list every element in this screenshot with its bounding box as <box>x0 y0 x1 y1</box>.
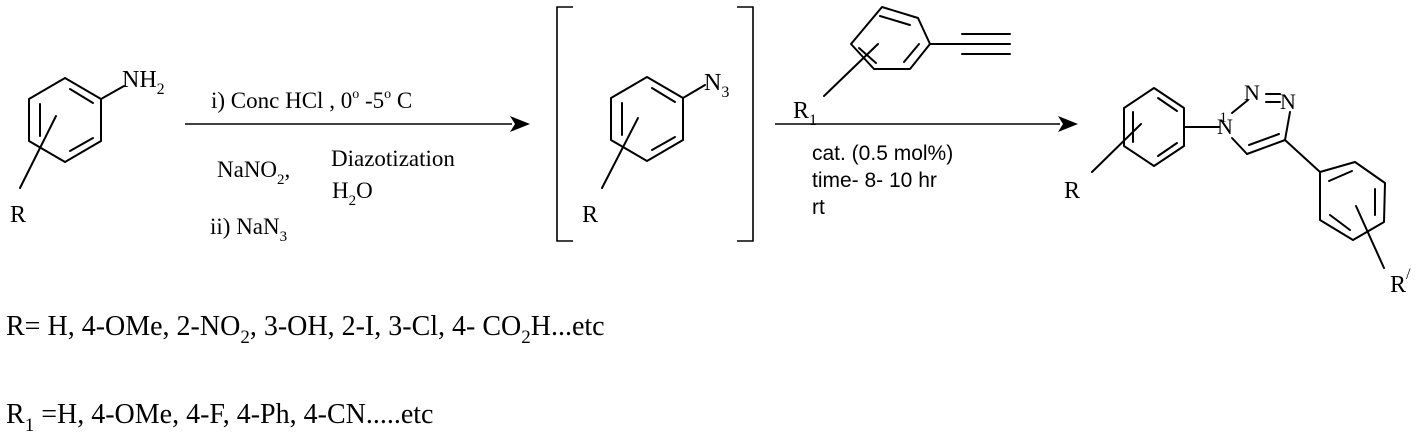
footnote-r-substituents: R= H, 4-OMe, 2-NO2, 3-OH, 2-I, 3-Cl, 4- … <box>6 311 605 348</box>
alkyne-reagent: R1 <box>793 6 1011 129</box>
step1-arrowhead <box>510 116 530 132</box>
step1-sodium-nitrite: NaNO2, <box>217 157 290 188</box>
triazole-c4-c5-double <box>1248 133 1280 146</box>
alkyne-r1-bond <box>823 43 879 97</box>
product-c-aryl-bond <box>1284 139 1321 173</box>
azide-c-n-bond <box>682 84 706 99</box>
product-inner-bond <box>1157 142 1178 157</box>
alkyne-inner-bond <box>903 43 920 63</box>
aniline-inner-bond <box>69 88 94 104</box>
triazole-product: R 1N N N R/ <box>1064 80 1411 298</box>
step1-conditions: i) Conc HCl , 0o -5o C NaNO2, Diazotizat… <box>185 87 530 245</box>
step2-arrowhead <box>1058 116 1078 132</box>
product-inner-bond <box>1328 170 1353 182</box>
alkyne-inner-bond <box>879 15 911 26</box>
azide-intermediate: N3 R <box>556 6 754 242</box>
alkyne-inner-bond <box>858 47 877 64</box>
step1-acid-temperature: i) Conc HCl , 0o -5o C <box>211 87 412 113</box>
aniline-inner-bond <box>69 137 94 152</box>
product-c-aryl-ring <box>1319 161 1386 241</box>
footnote-r1-substituents: R1 =H, 4-OMe, 4-F, 4-Ph, 4-CN.....etc <box>6 399 433 436</box>
step2-time: time- 8- 10 hr <box>812 169 937 192</box>
triazole-n1-label: 1N <box>1217 110 1233 139</box>
triazole-c5-n1-bond <box>1231 137 1248 155</box>
aniline-c-n-bond <box>100 85 125 100</box>
triazole-n2-label: N <box>1244 80 1260 105</box>
triazole-c4-c5-bond <box>1246 139 1286 155</box>
product-r-prime-label: R/ <box>1390 266 1411 298</box>
triazole-n3-c4-bond <box>1284 111 1291 141</box>
step2-catalyst: cat. (0.5 mol%) <box>812 142 953 165</box>
product-r-prime-bond <box>1355 205 1385 269</box>
right-bracket <box>737 6 754 242</box>
azide-inner-bond <box>651 87 676 103</box>
product-r-label: R <box>1064 178 1080 204</box>
azide-r-label: R <box>582 202 598 228</box>
alkyne-r1-label: R1 <box>793 98 817 129</box>
aniline-amine-label: NH2 <box>122 67 165 98</box>
azide-inner-bond <box>651 136 676 151</box>
aniline-r-label: R <box>10 202 26 228</box>
alkyne-benzene-ring <box>850 6 931 70</box>
step1-sodium-azide: ii) NaN3 <box>210 214 287 245</box>
aniline-structure: NH2 R <box>10 67 165 228</box>
step2-conditions: cat. (0.5 mol%) time- 8- 10 hr rt <box>775 116 1078 219</box>
product-n-aryl-ring <box>1123 87 1185 167</box>
aniline-r-bond <box>19 115 57 189</box>
left-bracket <box>556 6 573 242</box>
step1-water: H2O <box>332 178 373 209</box>
triazole-n1-n2-bond <box>1231 99 1249 114</box>
azide-group-label: N3 <box>704 70 729 101</box>
step1-process-name: Diazotization <box>331 146 455 171</box>
azide-r-bond <box>601 117 639 189</box>
product-r-bond <box>1091 123 1142 173</box>
product-inner-bond <box>1329 214 1351 231</box>
triazole-n3-label: N <box>1280 89 1296 114</box>
step2-temperature: rt <box>812 196 825 219</box>
product-inner-bond <box>1157 97 1178 112</box>
